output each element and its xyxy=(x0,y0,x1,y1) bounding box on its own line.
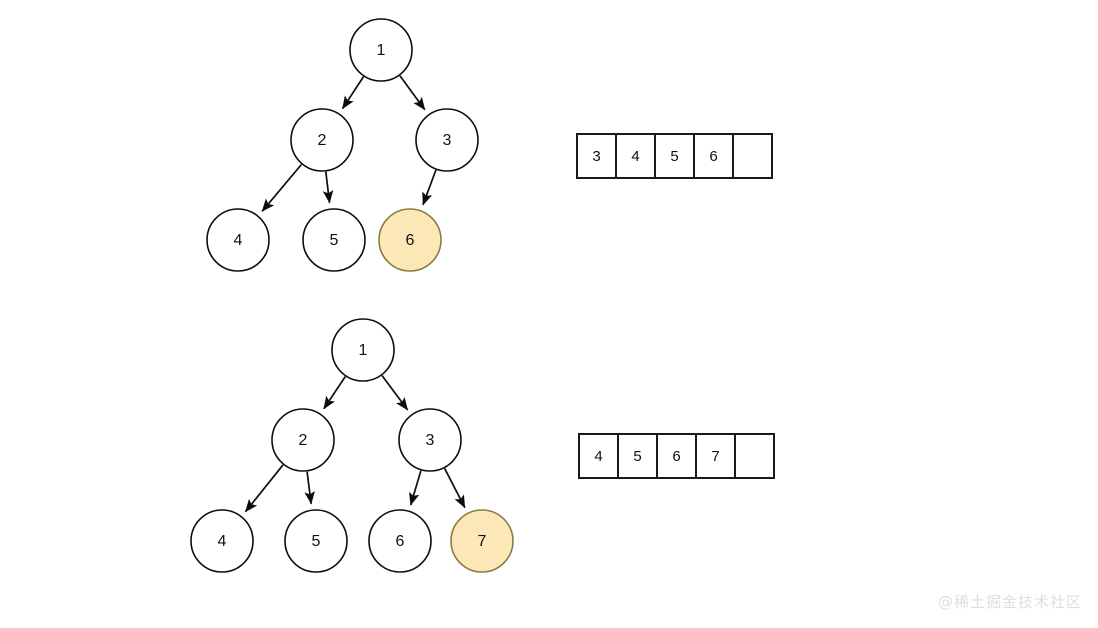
tree-edge-3-to-6 xyxy=(409,470,422,506)
array-cell[interactable]: 4 xyxy=(615,133,656,179)
array-cell-value: 4 xyxy=(594,448,602,465)
array-cell[interactable]: 5 xyxy=(654,133,695,179)
node-circle xyxy=(349,18,413,82)
node-label: 1 xyxy=(377,42,386,59)
tree-edge-2-to-4 xyxy=(244,464,284,513)
node-circle xyxy=(290,108,354,172)
array-cell-value: 7 xyxy=(711,448,719,465)
array-row-1: 3 4 5 6 xyxy=(576,133,773,179)
node-circle xyxy=(331,318,395,382)
node-label: 7 xyxy=(478,533,487,550)
array-cell-box xyxy=(578,433,619,479)
node-label: 1 xyxy=(359,342,368,359)
tree-edge-2-to-5 xyxy=(304,471,315,505)
node-label: 3 xyxy=(443,132,452,149)
node-label: 4 xyxy=(234,232,243,249)
array-cell-box xyxy=(656,433,697,479)
tree-edge-3-to-7 xyxy=(443,468,466,509)
tree-node-1[interactable]: 1 xyxy=(331,318,395,382)
tree-node-7-highlighted[interactable]: 7 xyxy=(450,509,514,573)
node-label: 2 xyxy=(318,132,327,149)
array-cell-value: 5 xyxy=(633,448,641,465)
array-row-2: 4 5 6 7 xyxy=(578,433,775,479)
node-label: 5 xyxy=(330,232,339,249)
node-label: 5 xyxy=(312,533,321,550)
node-label: 4 xyxy=(218,533,227,550)
node-label: 3 xyxy=(426,432,435,449)
tree-edge-2-to-5 xyxy=(322,171,334,204)
tree-edge-1-to-2 xyxy=(323,376,346,410)
node-label: 2 xyxy=(299,432,308,449)
tree-edge-1-to-3 xyxy=(381,375,409,411)
tree-edge-2-to-4 xyxy=(261,163,303,212)
array-cell[interactable]: 6 xyxy=(693,133,734,179)
tree-node-3[interactable]: 3 xyxy=(398,408,462,472)
node-circle xyxy=(284,509,348,573)
array-cell[interactable]: 4 xyxy=(578,433,619,479)
array-cell-box xyxy=(617,433,658,479)
array-cell[interactable]: 3 xyxy=(576,133,617,179)
nodes-layer: 1 2 3 4 5 6 1 2 3 4 5 6 7 xyxy=(190,18,514,573)
watermark: @稀土掘金技术社区 xyxy=(937,593,1082,611)
node-circle xyxy=(415,108,479,172)
node-circle xyxy=(190,509,254,573)
node-circle xyxy=(302,208,366,272)
arrays-layer: 3 4 5 6 4 5 6 7 xyxy=(576,133,775,479)
array-cell-box xyxy=(615,133,656,179)
tree-node-3[interactable]: 3 xyxy=(415,108,479,172)
tree-node-2[interactable]: 2 xyxy=(271,408,335,472)
node-label: 6 xyxy=(396,533,405,550)
node-circle xyxy=(378,208,442,272)
array-cell-value: 3 xyxy=(592,148,600,165)
array-cell-box xyxy=(693,133,734,179)
tree-edge-1-to-3 xyxy=(399,75,426,111)
edges-layer xyxy=(244,75,466,513)
node-circle xyxy=(450,509,514,573)
array-cell-value: 5 xyxy=(670,148,678,165)
tree-node-5[interactable]: 5 xyxy=(284,509,348,573)
node-circle xyxy=(368,509,432,573)
array-cell[interactable] xyxy=(732,133,773,179)
node-circle xyxy=(206,208,270,272)
array-cell-box xyxy=(654,133,695,179)
node-circle xyxy=(398,408,462,472)
tree-node-4[interactable]: 4 xyxy=(190,509,254,573)
tree-node-6[interactable]: 6 xyxy=(368,509,432,573)
tree-edge-1-to-2 xyxy=(341,76,365,110)
tree-node-5[interactable]: 5 xyxy=(302,208,366,272)
array-cell-box xyxy=(732,133,773,179)
array-cell-box xyxy=(734,433,775,479)
array-cell[interactable]: 5 xyxy=(617,433,658,479)
array-cell[interactable] xyxy=(734,433,775,479)
array-cell[interactable]: 7 xyxy=(695,433,736,479)
tree-edge-3-to-6 xyxy=(422,169,437,206)
node-circle xyxy=(271,408,335,472)
tree-node-6-highlighted[interactable]: 6 xyxy=(378,208,442,272)
array-cell-value: 6 xyxy=(672,448,680,465)
tree-node-2[interactable]: 2 xyxy=(290,108,354,172)
array-cell[interactable]: 6 xyxy=(656,433,697,479)
node-label: 6 xyxy=(406,232,415,249)
tree-node-4[interactable]: 4 xyxy=(206,208,270,272)
tree-node-1[interactable]: 1 xyxy=(349,18,413,82)
array-cell-value: 6 xyxy=(709,148,717,165)
array-cell-box xyxy=(695,433,736,479)
array-cell-value: 4 xyxy=(631,148,639,165)
